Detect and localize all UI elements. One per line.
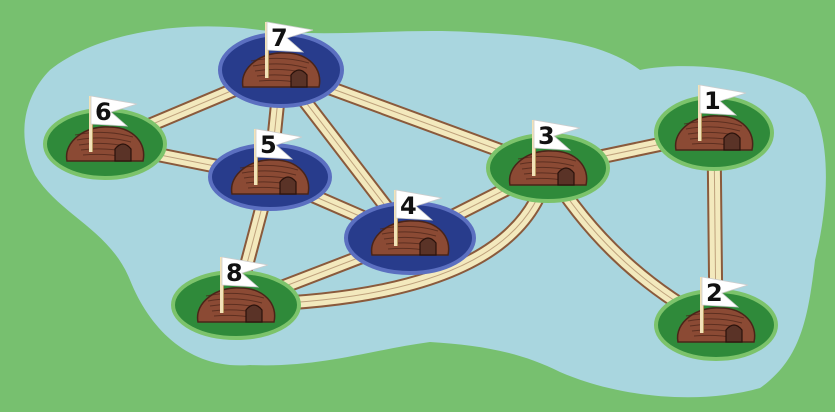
island-label-8: 8 xyxy=(226,259,243,287)
island-label-2: 2 xyxy=(706,279,723,307)
burrow-door xyxy=(726,325,742,342)
island-label-4: 4 xyxy=(400,192,417,220)
burrow-door xyxy=(246,305,262,322)
island-label-1: 1 xyxy=(704,87,721,115)
burrow-door xyxy=(115,144,131,161)
burrow-door xyxy=(291,70,307,87)
island-label-6: 6 xyxy=(95,98,112,126)
burrow-door xyxy=(724,133,740,150)
island-label-3: 3 xyxy=(538,122,555,150)
island-label-5: 5 xyxy=(260,131,277,159)
burrow-door xyxy=(558,168,574,185)
burrow-door xyxy=(420,238,436,255)
burrow-door xyxy=(280,177,296,194)
island-label-7: 7 xyxy=(271,24,288,52)
